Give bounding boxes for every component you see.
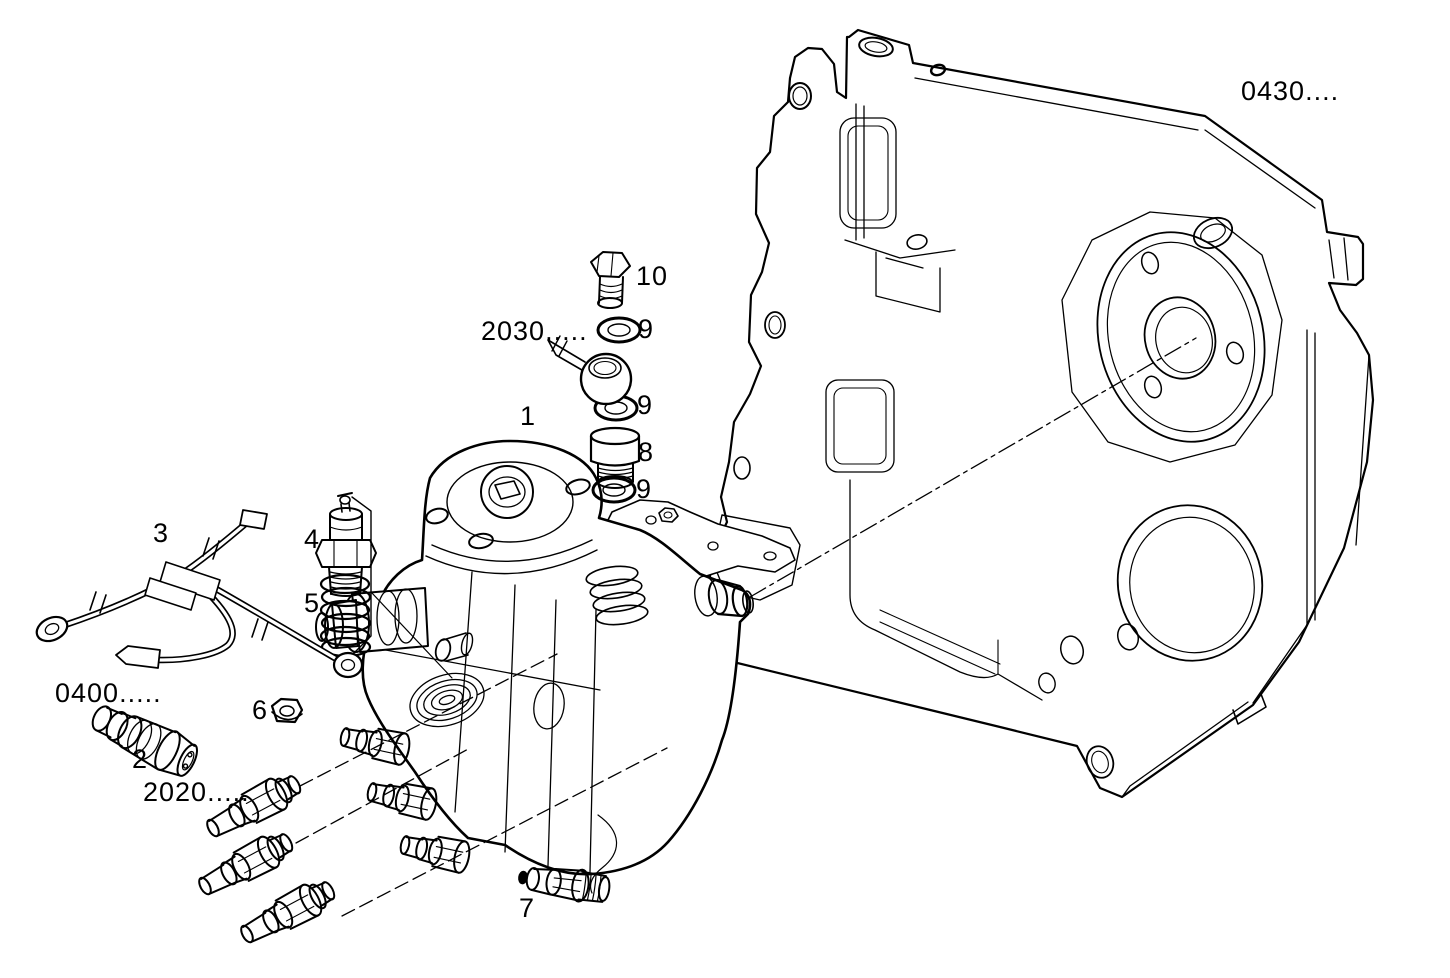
part-number-8: 8 bbox=[638, 437, 655, 467]
part-number-4: 4 bbox=[304, 524, 321, 554]
pump-outlet-fittings bbox=[339, 727, 471, 874]
assembly-axis-lines bbox=[295, 337, 1197, 917]
part-number-9-top: 9 bbox=[638, 314, 655, 344]
part-number-6: 6 bbox=[252, 695, 269, 725]
part-number-2: 2 bbox=[132, 744, 149, 774]
reference-label-2020: 2020..... bbox=[143, 777, 250, 807]
part-7-valve-drawing bbox=[518, 867, 611, 903]
part-number-7: 7 bbox=[519, 893, 536, 923]
part-number-9-mid: 9 bbox=[637, 390, 654, 420]
union-fittings-2020-drawing bbox=[198, 775, 336, 944]
reference-label-0430: 0430.... bbox=[1241, 76, 1340, 106]
part-number-3: 3 bbox=[153, 518, 170, 548]
part-number-10: 10 bbox=[636, 261, 669, 291]
part-number-9-bottom: 9 bbox=[636, 474, 653, 504]
banjo-union-2030-drawing bbox=[547, 335, 633, 406]
reference-label-2030: 2030..... bbox=[481, 316, 588, 346]
part-10-banjo-bolt-drawing bbox=[590, 251, 631, 309]
part-8-fitting-drawing bbox=[589, 426, 641, 489]
bracket-parts-4-5 bbox=[351, 496, 453, 679]
engine-housing-drawing bbox=[707, 28, 1375, 799]
part-6-nut-drawing bbox=[270, 697, 304, 724]
part-number-1: 1 bbox=[520, 401, 537, 431]
part-3-harness-drawing bbox=[35, 509, 364, 679]
injection-pump-drawing bbox=[315, 439, 796, 894]
part-number-5: 5 bbox=[304, 588, 321, 618]
reference-label-0400: 0400..... bbox=[55, 678, 162, 708]
part-9-washer-top-drawing bbox=[596, 316, 642, 344]
part-2-sensor-drawing bbox=[91, 705, 199, 777]
